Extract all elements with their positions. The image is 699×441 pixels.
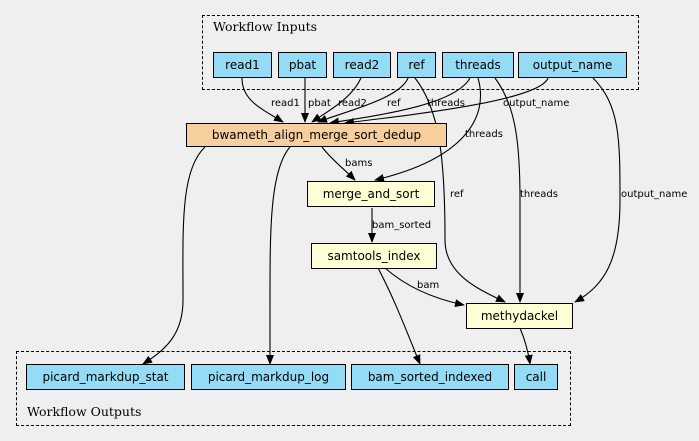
edge-threads-methydackel (494, 77, 524, 303)
workflow-inputs-cluster (202, 15, 639, 90)
edge-bwameth-merge (321, 146, 356, 181)
edge-label-threads-bwameth: threads (427, 98, 465, 109)
step-methydackel[interactable]: methydackel (466, 303, 573, 329)
edge-label-ref-methydackel: ref (450, 189, 464, 200)
edge-outputname-bwameth (344, 77, 549, 126)
edge-ref-bwameth (317, 77, 409, 123)
edge-label-ref-bwameth: ref (387, 98, 401, 109)
edge-label-bam: bam (417, 280, 440, 291)
edge-label-pbat: pbat (308, 98, 331, 109)
step-merge-and-sort[interactable]: merge_and_sort (307, 181, 435, 207)
input-output-name[interactable]: output_name (518, 52, 627, 78)
edge-read1-bwameth (241, 77, 284, 123)
edge-label-bam-sorted: bam_sorted (372, 220, 432, 231)
input-threads[interactable]: threads (442, 52, 514, 78)
output-picard-markdup-stat[interactable]: picard_markdup_stat (26, 364, 185, 390)
edge-samtools-methydackel (384, 267, 465, 308)
edge-label-read2: read2 (338, 98, 367, 109)
edge-label-bams: bams (345, 158, 373, 169)
edge-label-threads-methydackel: threads (520, 189, 558, 200)
step-bwameth-align-merge-sort-dedup[interactable]: bwameth_align_merge_sort_dedup (186, 123, 447, 147)
edge-threads-merge (374, 77, 482, 182)
edge-bwameth-picard-stat (142, 146, 206, 365)
edge-label-read1: read1 (271, 98, 300, 109)
workflow-inputs-label: Workflow Inputs (213, 19, 318, 34)
input-pbat[interactable]: pbat (278, 52, 327, 78)
edge-bwameth-picard-log (266, 146, 291, 365)
input-read2[interactable]: read2 (333, 52, 391, 78)
output-picard-markdup-log[interactable]: picard_markdup_log (191, 364, 346, 390)
input-read1[interactable]: read1 (213, 52, 272, 78)
edge-samtools-bam-sorted (377, 267, 421, 365)
edge-ref-methydackel (414, 77, 506, 303)
output-call[interactable]: call (514, 364, 558, 390)
edge-label-threads-merge: threads (465, 129, 503, 140)
edge-label-outputname-bwameth: output_name (503, 98, 570, 109)
edge-outputname-methydackel (574, 77, 621, 303)
edge-methydackel-call (519, 327, 533, 365)
input-ref[interactable]: ref (397, 52, 436, 78)
edge-label-outputname-methydackel: output_name (621, 189, 688, 200)
output-bam-sorted-indexed[interactable]: bam_sorted_indexed (351, 364, 509, 390)
workflow-outputs-cluster (16, 351, 571, 426)
step-samtools-index[interactable]: samtools_index (311, 243, 437, 269)
workflow-outputs-label: Workflow Outputs (27, 404, 142, 419)
